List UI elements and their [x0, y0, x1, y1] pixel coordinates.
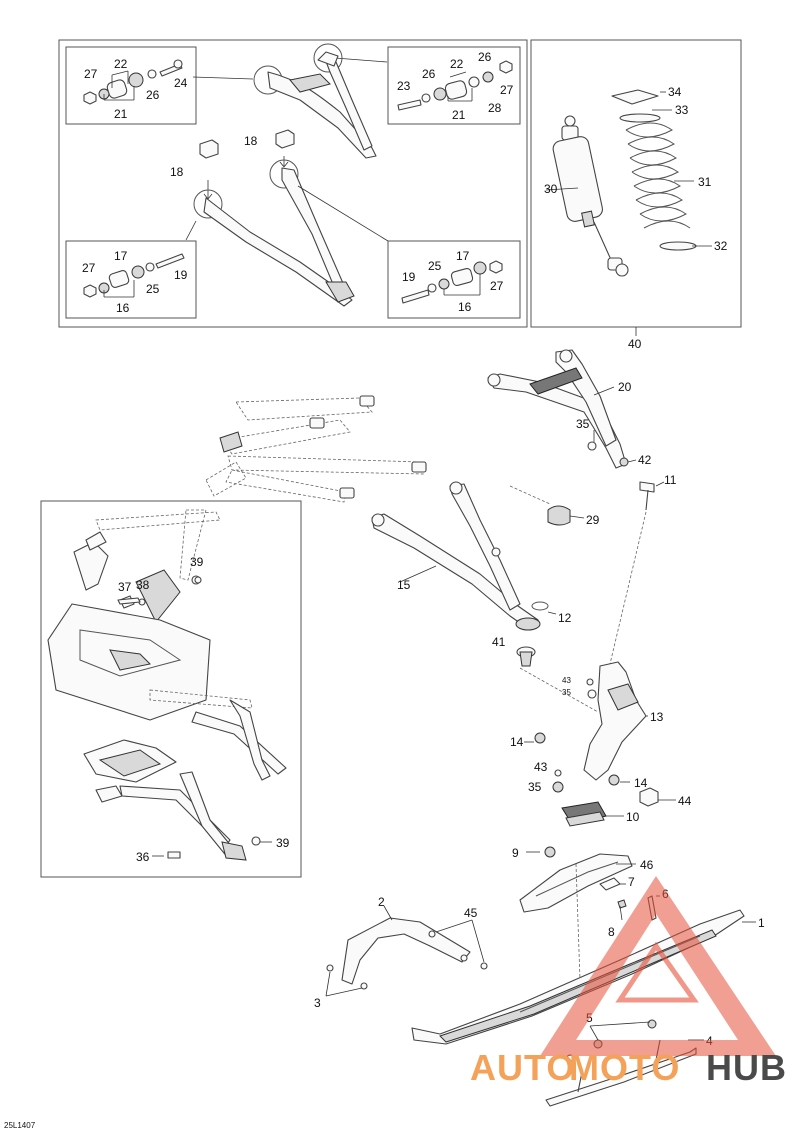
callout-20: 20 [618, 380, 632, 394]
upper-a-arm-detail-frame [58, 39, 528, 328]
callout-27: 27 [84, 67, 98, 81]
callout-18: 18 [170, 165, 184, 179]
callout-27: 27 [500, 83, 514, 97]
callout-14: 14 [634, 776, 648, 790]
watermark-auto: AUTO [470, 1047, 575, 1088]
callout-26: 26 [146, 88, 160, 102]
drawing-reference: 25L1407 [4, 1121, 36, 1130]
callout-2: 2 [378, 895, 385, 909]
watermark-inner-triangle-icon [615, 941, 699, 1003]
upper-a-arm-detail-frame-right [387, 46, 521, 125]
callout-39: 39 [190, 555, 204, 569]
upper-a-arm-detail [253, 43, 377, 159]
callout-21: 21 [114, 107, 128, 121]
callout-34: 34 [668, 85, 682, 99]
lower-bushing-frame-right [387, 240, 521, 319]
lower-a-arm-detail-frame-left [65, 46, 197, 125]
callout-19: 19 [174, 268, 188, 282]
callout-32: 32 [714, 239, 728, 253]
callout-41: 41 [492, 635, 506, 649]
callout-21: 21 [452, 108, 466, 122]
callout-33: 33 [675, 103, 689, 117]
callout-31: 31 [698, 175, 712, 189]
steering-axis-line [609, 511, 647, 665]
coil-spring [611, 89, 712, 336]
ski-handle [325, 905, 488, 997]
frame-assembly-ghost [205, 395, 427, 503]
callout-44: 44 [678, 794, 692, 808]
callout-28: 28 [488, 101, 502, 115]
ski-wear-pad [561, 801, 624, 827]
callout-17: 17 [114, 249, 128, 263]
chassis-inset-frame [40, 500, 302, 878]
callout-10: 10 [626, 810, 640, 824]
callout-40: 40 [628, 337, 642, 351]
callout-24: 24 [174, 76, 188, 90]
callout-9: 9 [512, 846, 519, 860]
callout-36: 36 [136, 850, 150, 864]
bushing-kit-bottom-right [401, 260, 503, 304]
bushing-kit-top-left [83, 59, 254, 105]
callout-45: 45 [464, 906, 478, 920]
callout-18: 18 [244, 134, 258, 148]
upper-a-arm [487, 349, 665, 511]
callout-3: 3 [314, 996, 321, 1010]
callout-14: 14 [510, 735, 524, 749]
callout-35: 35 [562, 688, 571, 697]
callout-35: 35 [576, 417, 590, 431]
spindle [524, 661, 676, 807]
bushing-kit-top-right [334, 57, 513, 111]
callout-1: 1 [758, 916, 765, 930]
callout-43: 43 [534, 760, 548, 774]
callout-46: 46 [640, 858, 654, 872]
callout-23: 23 [397, 79, 411, 93]
callout-27: 27 [82, 261, 96, 275]
ball-joint [516, 646, 599, 713]
callout-37: 37 [118, 580, 132, 594]
watermark-moto: MOTO [569, 1047, 680, 1088]
lower-a-arm [371, 481, 557, 631]
callout-39: 39 [276, 836, 290, 850]
watermark-hub: HUB [706, 1047, 787, 1088]
chassis-inset-drawing [47, 509, 287, 861]
watermark-logo: AUTO MOTO HUB [470, 876, 787, 1088]
bushing-kit-bottom-left [83, 253, 185, 298]
callout-27: 27 [490, 279, 504, 293]
callout-15: 15 [397, 578, 411, 592]
callout-42: 42 [638, 453, 652, 467]
callout-8: 8 [608, 925, 615, 939]
callout-22: 22 [450, 57, 464, 71]
callout-43: 43 [562, 676, 571, 685]
lower-bushing-frame-left [65, 240, 197, 319]
lower-a-arm-detail [193, 129, 355, 307]
callout-16: 16 [458, 300, 472, 314]
callout-12: 12 [558, 611, 572, 625]
shock-absorber [545, 115, 629, 277]
watermark-triangle-icon [540, 876, 776, 1056]
callout-35: 35 [528, 780, 542, 794]
callout-26: 26 [478, 50, 492, 64]
callout-25: 25 [428, 259, 442, 273]
callout-38: 38 [136, 578, 150, 592]
callout-25: 25 [146, 282, 160, 296]
callout-16: 16 [116, 301, 130, 315]
callout-30: 30 [544, 182, 558, 196]
callout-7: 7 [628, 875, 635, 889]
callout-19: 19 [402, 270, 416, 284]
callout-26: 26 [422, 67, 436, 81]
bump-stop [509, 485, 585, 526]
callout-13: 13 [650, 710, 664, 724]
callout-29: 29 [586, 513, 600, 527]
callout-11: 11 [664, 473, 677, 487]
callout-17: 17 [456, 249, 470, 263]
callout-22: 22 [114, 57, 128, 71]
